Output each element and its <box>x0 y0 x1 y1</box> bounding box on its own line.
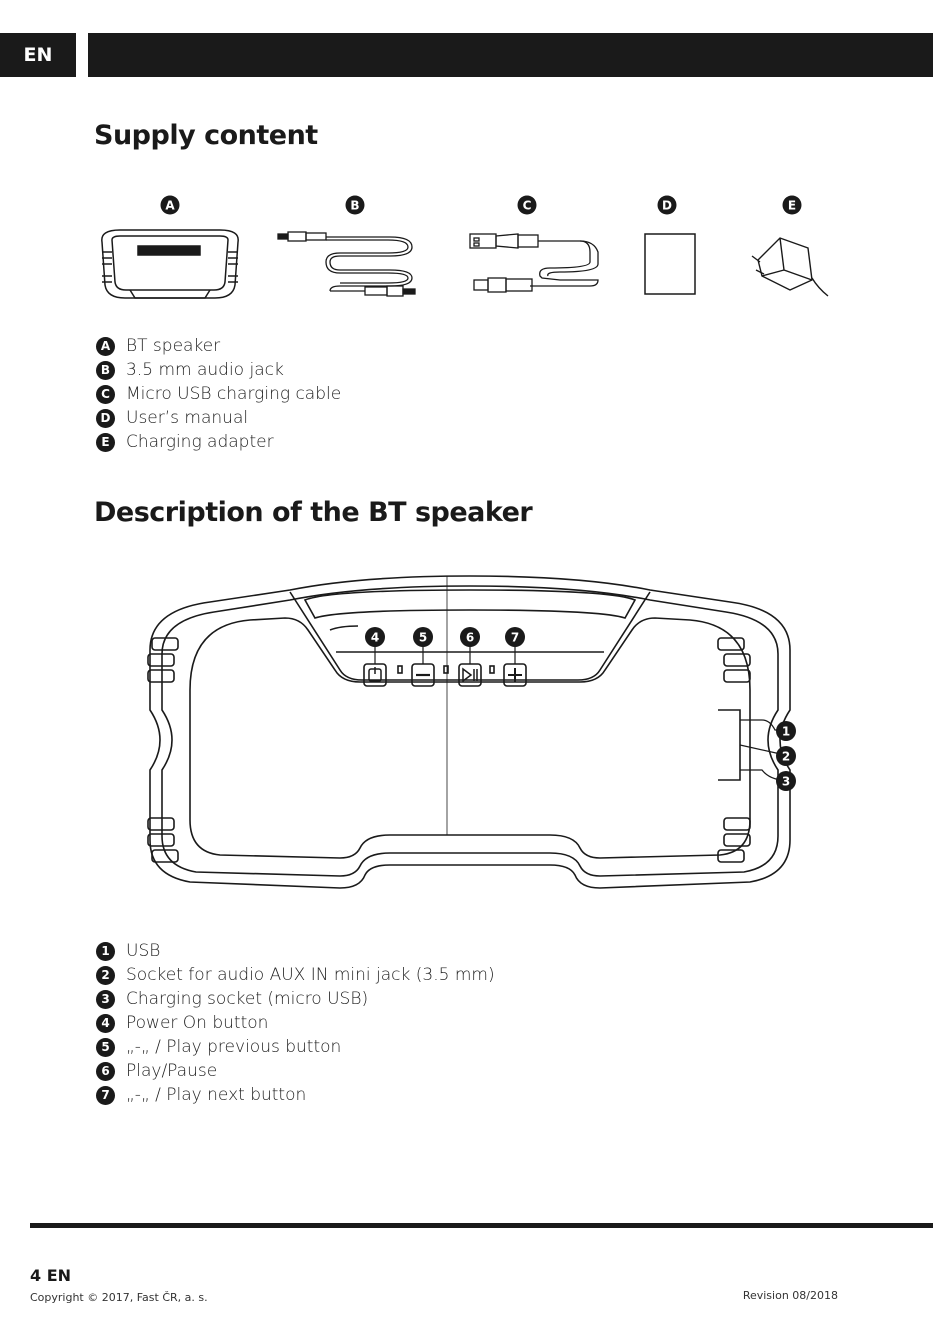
svg-text:6: 6 <box>466 631 474 645</box>
callout-7: 7 <box>505 627 525 647</box>
play-pause-icon <box>462 667 478 683</box>
supply-item: E Charging adapter <box>96 430 341 454</box>
header-bar <box>88 33 933 77</box>
footer-rule <box>30 1223 933 1228</box>
page-number: 4 EN <box>30 1266 72 1285</box>
description-item-label: „-„ / Play previous button <box>126 1037 342 1057</box>
svg-text:E: E <box>788 199 796 213</box>
description-item: 1 USB <box>96 939 495 963</box>
revision-text: Revision 08/2018 <box>742 1289 838 1302</box>
supply-item: B 3.5 mm audio jack <box>96 358 341 382</box>
figure-label-a: A <box>160 195 180 215</box>
supply-badge: E <box>96 432 115 452</box>
supply-heading: Supply content <box>94 120 318 151</box>
svg-text:1: 1 <box>782 725 790 739</box>
svg-text:7: 7 <box>511 631 519 645</box>
callout-1: 1 <box>776 721 796 741</box>
speaker-outline <box>147 575 791 889</box>
figure-label-d: D <box>657 195 677 215</box>
description-list: 1 USB 2 Socket for audio AUX IN mini jack … <box>96 939 495 1107</box>
adapter-illustration <box>751 237 829 297</box>
description-heading: Description of the BT speaker <box>94 497 533 528</box>
copyright-text: Copyright © 2017, Fast ČR, a. s. <box>30 1291 208 1304</box>
description-badge: 2 <box>96 965 115 985</box>
figure-label-c: C <box>517 195 537 215</box>
svg-text:3: 3 <box>782 775 790 789</box>
supply-item-label: BT speaker <box>126 336 221 356</box>
description-item: 5 „-„ / Play previous button <box>96 1035 495 1059</box>
supply-badge: C <box>96 384 115 404</box>
description-item-label: „-„ / Play next button <box>126 1085 307 1105</box>
supply-badge: A <box>96 336 115 356</box>
description-badge: 7 <box>96 1085 115 1105</box>
callout-2: 2 <box>776 746 796 766</box>
figure-label-e: E <box>782 195 802 215</box>
usb-cable-illustration <box>469 233 599 293</box>
svg-text:D: D <box>662 199 672 213</box>
plus-icon <box>508 668 522 682</box>
description-item-label: Power On button <box>126 1013 269 1033</box>
supply-item: C Micro USB charging cable <box>96 382 341 406</box>
svg-text:B: B <box>350 199 359 213</box>
language-tab: EN <box>0 33 76 77</box>
callout-6: 6 <box>460 627 480 647</box>
manual-illustration <box>644 233 696 295</box>
supply-badge: B <box>96 360 115 380</box>
description-item-label: Socket for audio AUX IN mini jack (3.5 m… <box>126 965 495 985</box>
description-item: 4 Power On button <box>96 1011 495 1035</box>
supply-item: A BT speaker <box>96 334 341 358</box>
supply-item-label: Charging adapter <box>126 432 274 452</box>
description-badge: 3 <box>96 989 115 1009</box>
description-badge: 1 <box>96 941 115 961</box>
callout-4: 4 <box>365 627 385 647</box>
description-item-label: USB <box>126 941 161 961</box>
supply-item-label: Micro USB charging cable <box>126 384 342 404</box>
speaker-diagram: 4 5 6 7 1 2 3 <box>147 575 796 889</box>
svg-text:4: 4 <box>371 631 379 645</box>
supply-badge: D <box>96 408 115 428</box>
audio-cable-illustration <box>277 231 416 297</box>
description-badge: 4 <box>96 1013 115 1033</box>
speaker-illustration <box>101 229 239 299</box>
supply-item-label: User’s manual <box>126 408 249 428</box>
supply-list: A BT speaker B 3.5 mm audio jack C Micro US… <box>96 334 341 454</box>
description-item-label: Charging socket (micro USB) <box>126 989 369 1009</box>
svg-text:C: C <box>523 199 532 213</box>
description-badge: 5 <box>96 1037 115 1057</box>
supply-content-figure: A B C D E <box>101 195 829 299</box>
supply-item-label: 3.5 mm audio jack <box>126 360 284 380</box>
svg-text:2: 2 <box>782 750 790 764</box>
description-item-label: Play/Pause <box>126 1061 218 1081</box>
description-item: 7 „-„ / Play next button <box>96 1083 495 1107</box>
callout-3: 3 <box>776 771 796 791</box>
description-item: 3 Charging socket (micro USB) <box>96 987 495 1011</box>
description-item: 6 Play/Pause <box>96 1059 495 1083</box>
svg-text:5: 5 <box>419 631 427 645</box>
svg-text:A: A <box>165 199 175 213</box>
description-item: 2 Socket for audio AUX IN mini jack (3.5 … <box>96 963 495 987</box>
supply-item: D User’s manual <box>96 406 341 430</box>
description-badge: 6 <box>96 1061 115 1081</box>
power-icon <box>368 667 382 682</box>
figure-label-b: B <box>345 195 365 215</box>
callout-5: 5 <box>413 627 433 647</box>
